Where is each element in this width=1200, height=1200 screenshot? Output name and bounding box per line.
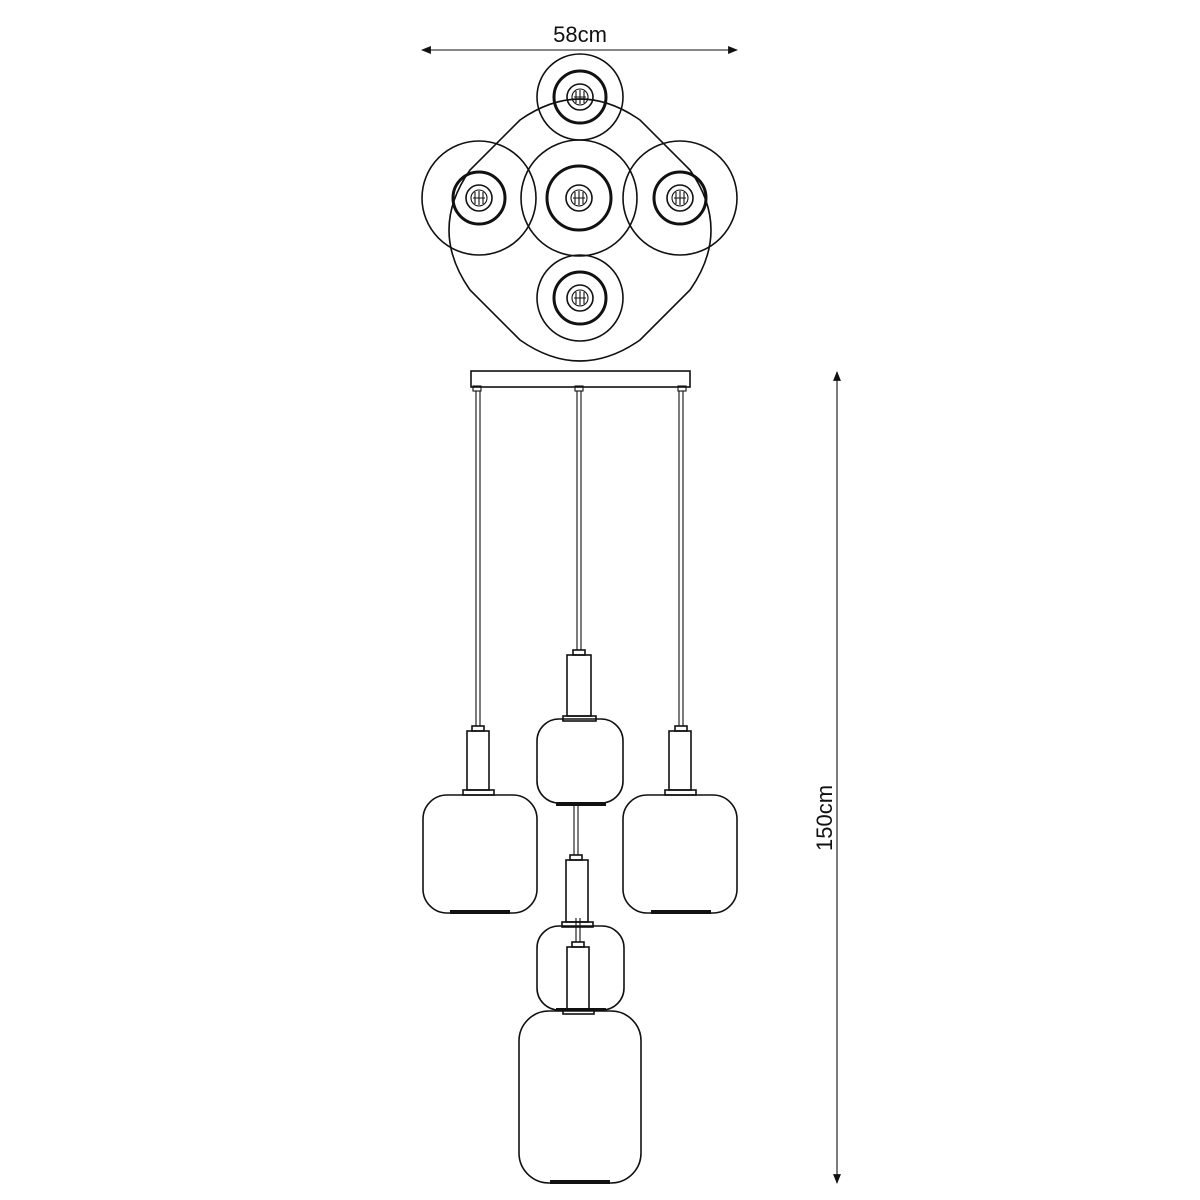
shade-top-view-east [622,140,738,256]
shade-top-view-center [520,139,638,257]
width-dimension: 58cm [421,22,738,54]
shade-top-view-north [536,53,624,141]
pendant-shade-top-center [536,649,624,806]
height-dimension-label: 150cm [812,785,837,851]
suspension-cables [475,391,684,942]
canopy-top-outline [448,98,712,362]
pendant-shade-right [622,725,738,914]
shade-top-view-south [536,254,624,342]
pendant-shade-bottom [518,941,642,1184]
side-view [422,370,738,1184]
height-dimension: 150cm [812,371,841,1184]
shade-top-view-west [421,140,537,256]
pendant-shade-left [422,725,538,914]
ceiling-canopy-bar [470,370,691,388]
width-dimension-label: 58cm [553,22,607,47]
top-view [421,53,738,362]
